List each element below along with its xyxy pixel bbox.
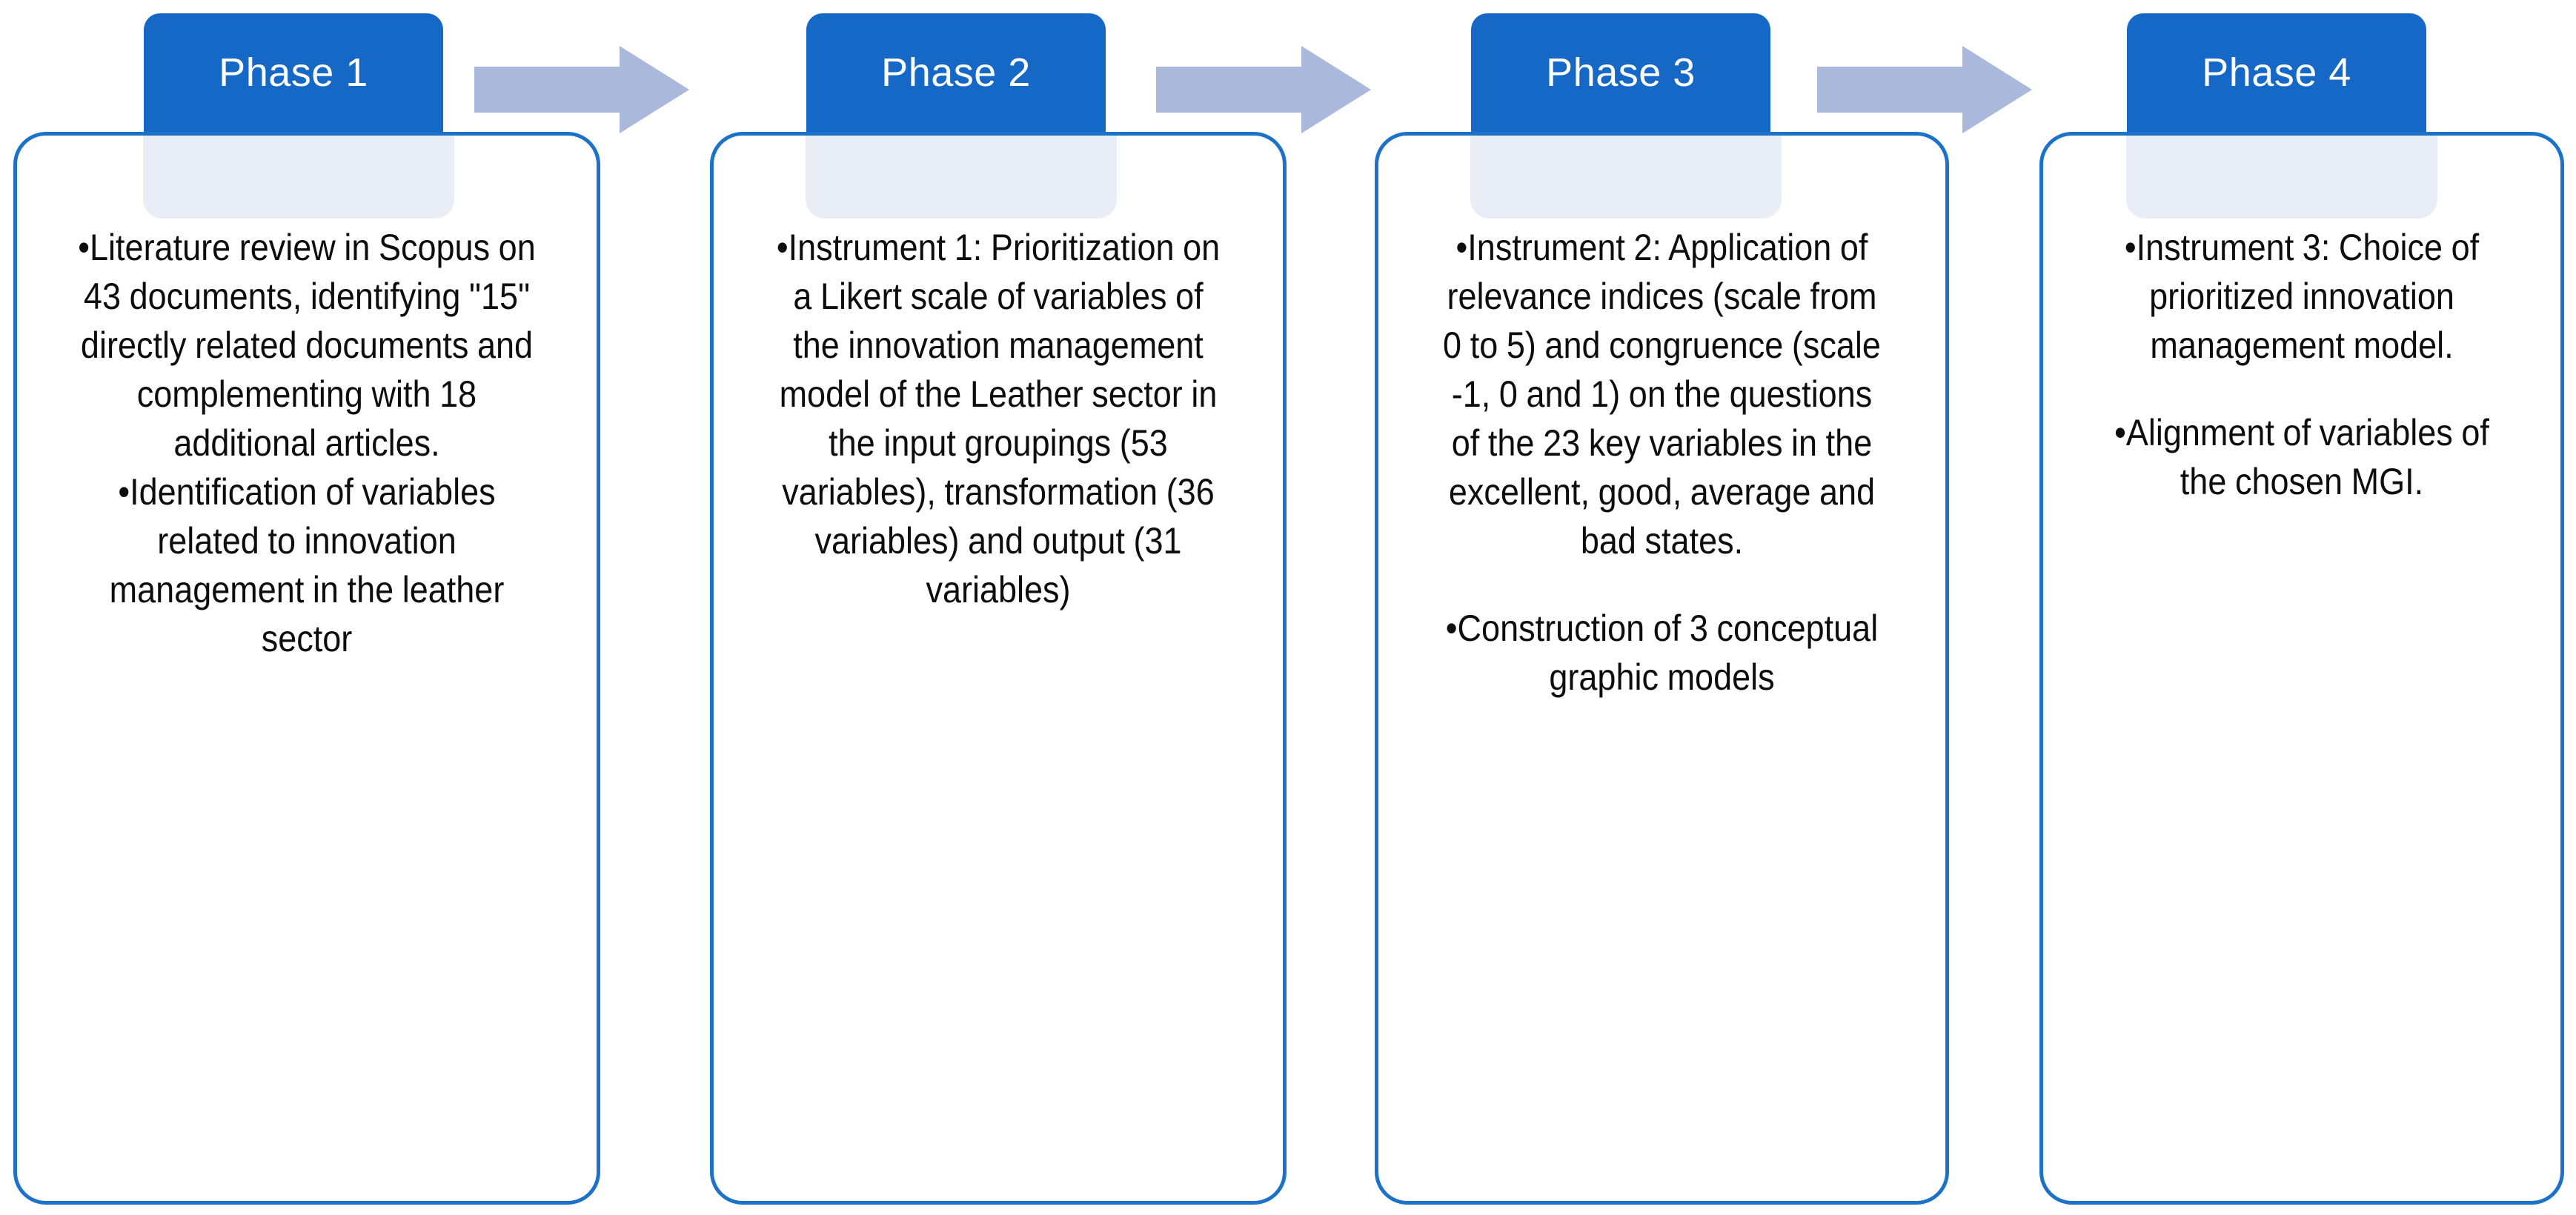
arrow-phase2-to-phase3 bbox=[1156, 46, 1371, 133]
phase-4-tab-shadow bbox=[2126, 136, 2437, 219]
phase-4-card[interactable]: •Instrument 3: Choice of prioritized inn… bbox=[2039, 132, 2564, 1205]
phase-1-tab-shadow bbox=[143, 136, 454, 219]
right-arrow-icon bbox=[474, 46, 689, 133]
phase-1-tab-label: Phase 1 bbox=[219, 50, 368, 95]
phase-2-body: •Instrument 1: Prioritization on a Liker… bbox=[714, 223, 1283, 614]
phase-4-bullet-2: •Alignment of variables of the chosen MG… bbox=[2114, 412, 2489, 502]
phase-2-card[interactable]: •Instrument 1: Prioritization on a Liker… bbox=[710, 132, 1287, 1205]
phase-4-bullet-1: •Instrument 3: Choice of prioritized inn… bbox=[2124, 227, 2480, 366]
phase-2-tab[interactable]: Phase 2 bbox=[806, 13, 1106, 132]
right-arrow-icon bbox=[1156, 46, 1371, 133]
phase-3-tab-shadow bbox=[1470, 136, 1782, 219]
phase-4-tab-label: Phase 4 bbox=[2202, 50, 2351, 95]
phase-2-bullet-1: •Instrument 1: Prioritization on a Liker… bbox=[776, 227, 1221, 610]
phase-2-tab-shadow bbox=[806, 136, 1117, 219]
phase-3-card[interactable]: •Instrument 2: Application of relevance … bbox=[1375, 132, 1949, 1205]
phase-3-tab-label: Phase 3 bbox=[1546, 50, 1696, 95]
phase-1-bullet-2: •Identification of variables related to … bbox=[109, 471, 505, 659]
phase-1-body: •Literature review in Scopus on 43 docum… bbox=[17, 223, 597, 663]
phase-3-bullet-1: •Instrument 2: Application of relevance … bbox=[1443, 227, 1881, 562]
phase-4-body: •Instrument 3: Choice of prioritized inn… bbox=[2043, 223, 2560, 506]
phase-1-tab[interactable]: Phase 1 bbox=[144, 13, 443, 132]
phase-3-body: •Instrument 2: Application of relevance … bbox=[1378, 223, 1945, 702]
phase-3-bullet-2: •Construction of 3 conceptual graphic mo… bbox=[1445, 608, 1879, 698]
right-arrow-icon bbox=[1817, 46, 2032, 133]
arrow-phase3-to-phase4 bbox=[1817, 46, 2032, 133]
phase-1-card[interactable]: •Literature review in Scopus on 43 docum… bbox=[13, 132, 600, 1205]
arrow-phase1-to-phase2 bbox=[474, 46, 689, 133]
phase-2-tab-label: Phase 2 bbox=[881, 50, 1031, 95]
phase-4-tab[interactable]: Phase 4 bbox=[2127, 13, 2426, 132]
phase-1-bullet-1: •Literature review in Scopus on 43 docum… bbox=[78, 227, 536, 464]
phase-3-tab[interactable]: Phase 3 bbox=[1471, 13, 1770, 132]
